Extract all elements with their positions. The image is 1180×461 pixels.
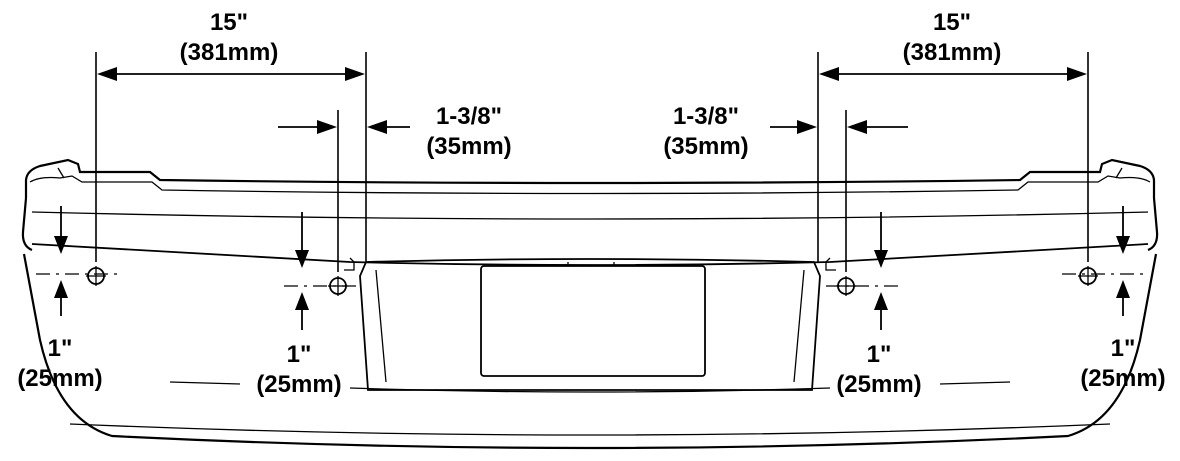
outer-left-drop-mm-label: (25mm): [17, 365, 102, 392]
bumper-upper-bar: [24, 158, 1159, 252]
mounting-holes: [86, 266, 1098, 296]
outer-right-drop-arrows: [1116, 206, 1130, 316]
outer-right-drop-inch-label: 1": [1111, 335, 1136, 362]
right-inner-offset-mm-label: (35mm): [663, 133, 748, 160]
left-spacing-dimension: [97, 67, 365, 81]
outer-left-drop-arrows: [54, 206, 68, 316]
inner-left-drop-inch-label: 1": [287, 341, 312, 368]
right-spacing-mm-label: (381mm): [903, 39, 1002, 66]
inner-left-drop-mm-label: (25mm): [256, 371, 341, 398]
inner-right-drop-arrows: [874, 212, 888, 330]
dimension-labels: 15" (381mm) 15" (381mm) 1-3/8" (35mm) 1-…: [17, 9, 1165, 398]
inner-right-drop-mm-label: (25mm): [836, 371, 921, 398]
left-inner-offset-inch-label: 1-3/8": [436, 103, 502, 130]
extension-lines: [36, 52, 1146, 287]
outer-left-drop-inch-label: 1": [48, 335, 73, 362]
bumper-drawing: [21, 158, 1159, 450]
right-spacing-dimension: [819, 67, 1087, 81]
right-inner-offset-arrows: [770, 120, 908, 134]
right-inner-offset-inch-label: 1-3/8": [673, 103, 739, 130]
hole-inner-left: [328, 276, 348, 296]
left-spacing-mm-label: (381mm): [180, 39, 279, 66]
hole-outer-left: [86, 266, 106, 286]
bumper-lower-fascia: [22, 253, 1158, 450]
hole-inner-right: [836, 276, 856, 296]
inner-left-drop-arrows: [295, 212, 309, 330]
right-spacing-inch-label: 15": [933, 9, 971, 36]
left-inner-offset-mm-label: (35mm): [426, 133, 511, 160]
license-plate-area: [480, 265, 706, 377]
hole-outer-right: [1078, 266, 1098, 286]
left-inner-offset-arrows: [278, 120, 410, 134]
outer-right-drop-mm-label: (25mm): [1080, 365, 1165, 392]
license-plate-recess: [359, 258, 821, 391]
inner-right-drop-inch-label: 1": [867, 341, 892, 368]
left-spacing-inch-label: 15": [210, 9, 248, 36]
